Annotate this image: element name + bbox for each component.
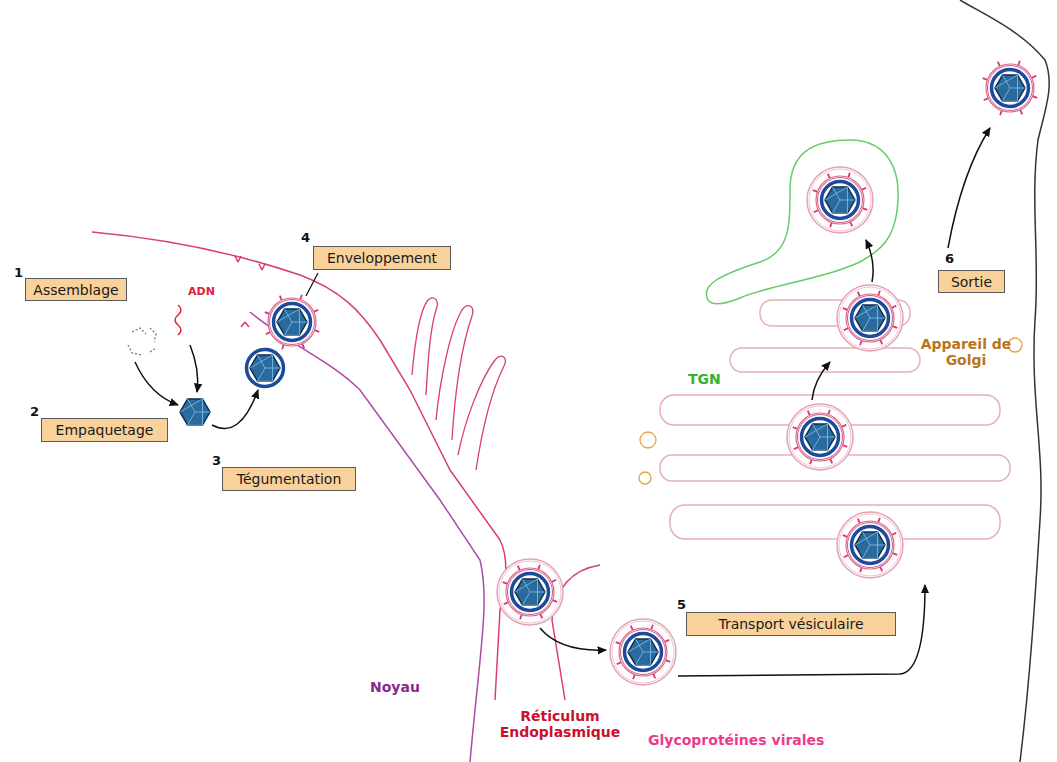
step-box: 2Empaquetage (41, 418, 168, 442)
drawn-line (212, 390, 258, 428)
drawn-shape (639, 472, 651, 484)
tgn-outline (706, 140, 898, 304)
drawn-line (812, 362, 830, 400)
step-number: 2 (30, 404, 39, 419)
flow-arrows (135, 128, 990, 676)
tegumented-capsid (247, 350, 284, 387)
organelle-label: Appareil de Golgi (920, 336, 1012, 368)
step-number: 1 (14, 265, 23, 280)
organelle-label: Noyau (370, 679, 420, 695)
drawn-line (540, 628, 606, 650)
golgi-cisternae (660, 300, 1010, 539)
step-number: 5 (677, 597, 686, 612)
step-label: Tégumentation (237, 471, 342, 487)
capsid (180, 399, 210, 425)
cell-membrane (960, 0, 1049, 762)
virion-in-golgi (837, 285, 903, 351)
step-label: Sortie (951, 274, 992, 290)
er-cisterna (412, 298, 437, 395)
step-label: Empaquetage (56, 422, 154, 438)
glycoprotein-marks (235, 256, 265, 327)
leader-line (306, 273, 318, 296)
step-number: 4 (301, 230, 310, 245)
capsid-fragments (128, 328, 156, 355)
virion-in-golgi (837, 512, 903, 578)
drawn-shape (640, 432, 656, 448)
virion-in-tgn (807, 167, 873, 233)
step-number: 6 (945, 251, 954, 266)
dna-strand (175, 305, 181, 335)
virion-in-er (497, 559, 563, 625)
step-box: 1Assemblage (25, 278, 127, 301)
step-label: Enveloppement (327, 250, 437, 266)
step-box: 6Sortie (938, 270, 1005, 293)
drawn-shape (670, 505, 1000, 539)
organelle-label: TGN (688, 371, 721, 387)
inner-nuclear-membrane (250, 312, 484, 762)
outer-nuclear-membrane (92, 232, 506, 700)
step-number: 3 (212, 453, 221, 468)
dna-label: ADN (188, 286, 215, 299)
released-virion (983, 61, 1038, 116)
step-label: Assemblage (33, 282, 118, 298)
drawn-line (135, 362, 178, 405)
drawn-line (866, 240, 873, 282)
enveloped-virion (265, 295, 320, 350)
virion-in-golgi (787, 404, 853, 470)
step-label: Transport vésiculaire (718, 616, 863, 632)
er-cisterna (458, 356, 505, 470)
virion-in-vesicle (610, 619, 676, 685)
step-box: 3Tégumentation (222, 467, 356, 491)
drawn-line (190, 345, 198, 392)
molecule-label: Glycoprotéines virales (648, 732, 824, 748)
step-box: 4Enveloppement (313, 246, 451, 270)
organelle-label: Réticulum Endoplasmique (490, 708, 630, 740)
step-box: 5Transport vésiculaire (686, 612, 896, 636)
drawn-line (948, 128, 990, 248)
drawn-line (678, 585, 925, 676)
